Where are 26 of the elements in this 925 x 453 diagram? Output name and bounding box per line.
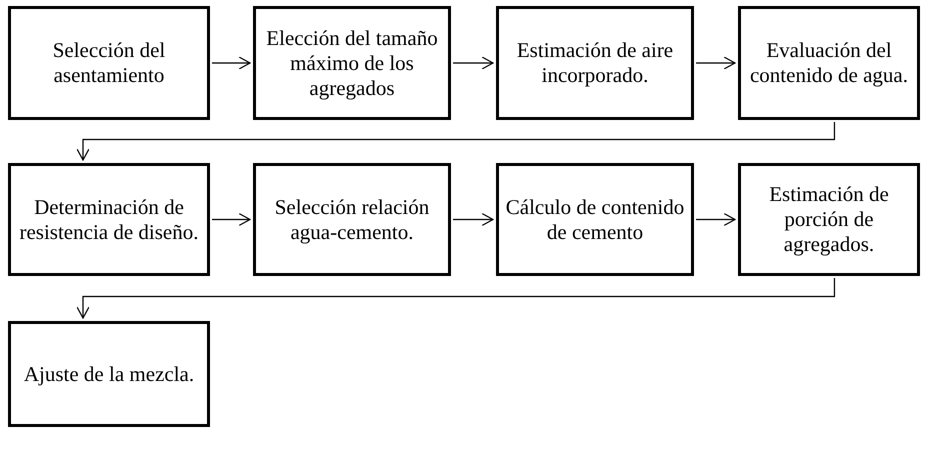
- process-box: [253, 163, 451, 276]
- box-text: Ajuste de la mezcla.: [24, 361, 194, 388]
- process-box: [496, 163, 694, 276]
- arrow: [212, 56, 251, 70]
- process-box: [496, 6, 694, 120]
- box-text: Cálculo de contenido de cemento: [504, 194, 686, 244]
- box-text: Selección del asentamiento: [52, 38, 166, 88]
- box-text: Elección del tamaño máximo de los agregados: [265, 26, 439, 100]
- arrow: [76, 278, 836, 319]
- process-box: [738, 163, 920, 276]
- box-text: Evaluación del contenido de agua.: [748, 38, 910, 88]
- process-box: [8, 163, 210, 276]
- process-box: [8, 321, 210, 427]
- process-box: [8, 6, 210, 120]
- box-text: Determinación de resistencia de diseño.: [18, 194, 200, 244]
- arrow: [453, 212, 494, 226]
- arrow: [696, 56, 736, 70]
- box-text: Estimación de aire incorporado.: [516, 38, 674, 88]
- arrow: [76, 122, 836, 161]
- box-text: Estimación de porción de agregados.: [768, 182, 890, 257]
- arrow: [453, 56, 494, 70]
- process-box: [738, 6, 920, 120]
- arrow: [696, 212, 736, 226]
- box-text: Selección relación agua-cemento.: [274, 194, 430, 244]
- process-box: [253, 6, 451, 120]
- arrow: [212, 212, 251, 226]
